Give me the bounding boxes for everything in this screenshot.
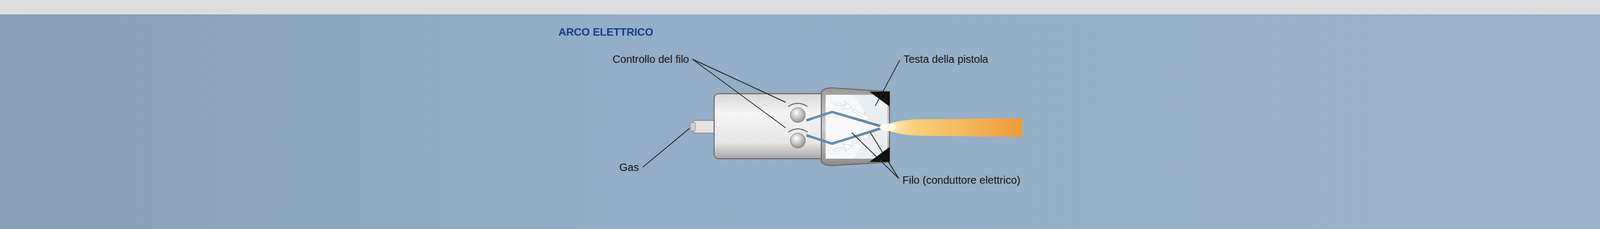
top-bar: [0, 0, 1600, 15]
part-label: Filo (conduttore elettrico): [902, 173, 1021, 187]
part-label: Controllo del filo: [612, 52, 690, 66]
diagram-title: ARCO ELETTRICO: [558, 25, 654, 39]
part-label: Testa della pistola: [903, 52, 989, 66]
part-label: Gas: [619, 161, 639, 174]
